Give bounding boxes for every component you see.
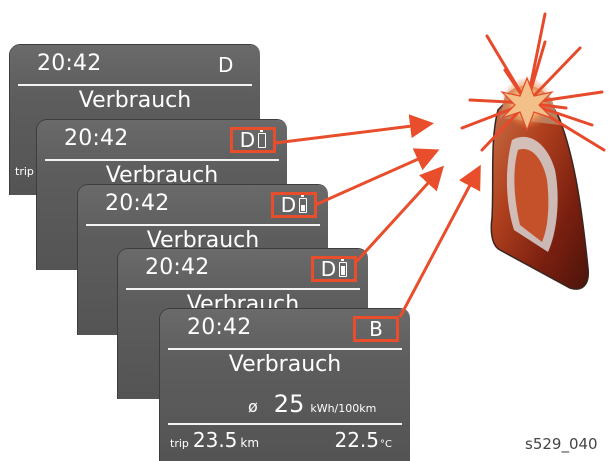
clock-time: 20:42 — [105, 191, 170, 216]
divider-line — [168, 348, 402, 350]
divider-line — [168, 423, 402, 425]
trip-value: 23.5 — [192, 428, 238, 452]
drive-mode-letter: D — [320, 257, 337, 281]
drive-mode-indicator: D — [230, 127, 276, 153]
temperature-value: 22.5 — [334, 428, 380, 452]
drive-mode-letter: D — [280, 193, 297, 217]
battery-icon — [299, 194, 308, 213]
screen-title: Verbrauch — [146, 228, 260, 253]
clock-time: 20:42 — [64, 126, 129, 151]
trip-distance: trip 23.5 km — [170, 428, 259, 452]
temperature-unit: °C — [380, 439, 392, 450]
average-value: 25 — [273, 390, 305, 418]
arrow-4 — [398, 164, 481, 318]
drive-mode-indicator: D — [311, 256, 357, 282]
screen-title: Verbrauch — [105, 163, 219, 188]
trip-label: trip — [170, 437, 189, 450]
drive-mode-indicator: D — [213, 52, 238, 78]
trip-unit: km — [240, 436, 260, 450]
battery-fill — [301, 204, 306, 211]
display-screen-front: 20:42 B Verbrauch ø 25 kWh/100km trip 23… — [160, 309, 410, 461]
average-unit: kWh/100km — [310, 402, 377, 415]
divider-line — [45, 159, 279, 161]
drive-mode-indicator: B — [353, 316, 399, 342]
battery-icon — [258, 129, 267, 148]
arrow-2 — [314, 148, 440, 207]
clock-time: 20:42 — [145, 255, 210, 280]
trip-label: trip — [15, 165, 34, 178]
divider-line — [86, 224, 320, 226]
battery-icon — [339, 258, 348, 277]
drive-mode-letter: B — [369, 317, 383, 341]
average-consumption: ø 25 kWh/100km — [248, 390, 376, 418]
drive-mode-letter: D — [218, 53, 234, 77]
divider-line — [126, 288, 360, 290]
figure-caption: s529_040 — [525, 435, 598, 453]
clock-time: 20:42 — [187, 315, 252, 340]
average-symbol: ø — [248, 397, 258, 416]
screen-title: Verbrauch — [78, 88, 192, 113]
divider-line — [18, 84, 252, 86]
clock-time: 20:42 — [37, 51, 102, 76]
arrow-3 — [354, 165, 445, 264]
outside-temperature: 22.5 °C — [334, 428, 392, 452]
battery-fill — [341, 265, 346, 275]
starburst-core — [500, 76, 554, 132]
signal-arrows — [274, 114, 481, 318]
screen-title: Verbrauch — [228, 352, 342, 377]
arrow-1 — [274, 114, 434, 145]
drive-mode-letter: D — [239, 128, 256, 152]
